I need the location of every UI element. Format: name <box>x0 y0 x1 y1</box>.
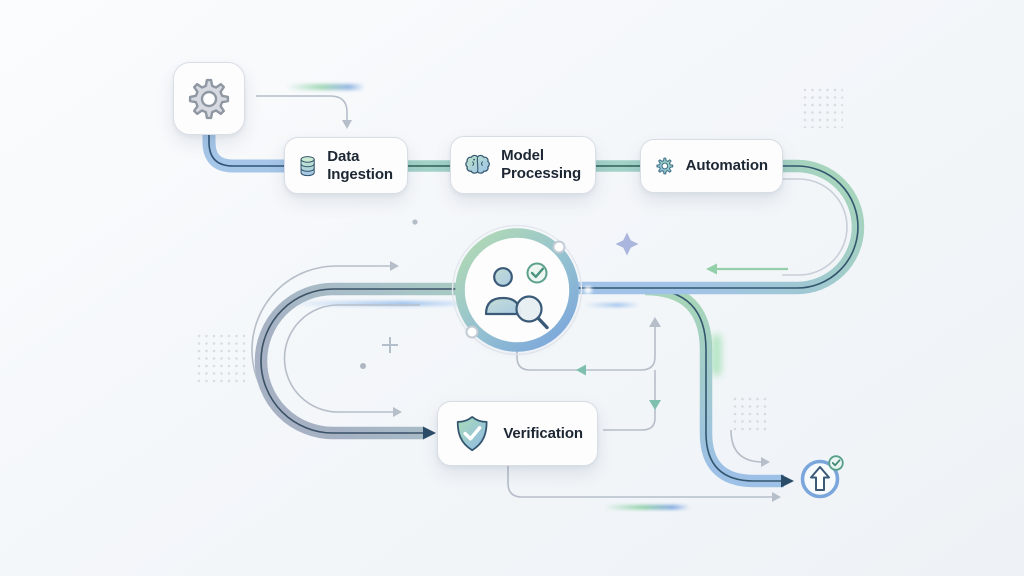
dot-grid-decoration <box>197 334 245 385</box>
node-settings <box>173 62 245 135</box>
connector-to-verification <box>603 370 656 431</box>
arrow-down-icon <box>342 120 352 129</box>
review-outer-halo <box>451 224 583 356</box>
user-review-icon <box>484 262 549 330</box>
arrow-into-verification-icon <box>423 426 436 440</box>
pipe-to-upload <box>644 282 784 488</box>
connector-inner-loop-left <box>283 304 420 413</box>
node-verification: Verification <box>437 401 598 466</box>
node-model-processing: Model Processing <box>450 136 596 194</box>
node-automation: Automation <box>640 139 783 193</box>
pipe-automation-review-line <box>578 165 859 289</box>
green-glow-decoration <box>712 334 721 376</box>
node-label: Data Ingestion <box>327 147 393 183</box>
arrow-right-icon <box>390 261 399 271</box>
database-icon <box>300 155 315 176</box>
connector-inner-loop-right <box>779 178 848 276</box>
node-label: Verification <box>503 424 583 442</box>
connector-verification-to-upload <box>507 466 774 498</box>
green-blue-line-decoration <box>604 505 690 510</box>
brain-icon <box>465 154 490 174</box>
upload-check-icon <box>800 455 844 499</box>
connector-settings-to-ingestion <box>256 95 348 122</box>
ring-node-dot <box>465 325 479 339</box>
node-label: Automation <box>685 157 768 175</box>
review-node <box>451 224 583 356</box>
dot-grid-decoration <box>733 397 771 434</box>
review-circle-face <box>464 237 570 343</box>
arrow-down-teal-icon <box>649 400 661 410</box>
plus-decoration <box>382 337 398 353</box>
gear-icon <box>188 78 230 119</box>
arrow-right-icon <box>761 457 770 467</box>
dot-decoration <box>412 219 418 225</box>
glint-decoration <box>584 286 592 294</box>
arrow-right-icon <box>393 407 402 417</box>
review-gradient-ring <box>455 228 579 352</box>
connector-inner-to-upload <box>730 429 764 463</box>
arrow-right-icon <box>772 492 781 502</box>
node-label: Model Processing <box>501 147 582 182</box>
sparkle-icon <box>615 232 639 256</box>
arrow-left-green-icon <box>706 263 717 275</box>
thin-arrowheads <box>342 120 781 502</box>
small-decorations <box>360 219 639 369</box>
arrow-into-upload-icon <box>781 474 794 488</box>
glow-decorations <box>287 84 721 510</box>
dot-decoration <box>360 363 366 369</box>
pipes <box>202 124 865 488</box>
pipe-review-verification-line <box>260 288 578 434</box>
pipe-settings-ingestion-line <box>208 124 287 167</box>
arrow-left-teal-icon <box>576 364 586 376</box>
dot-grid-decoration <box>803 88 843 128</box>
green-swoosh-decoration <box>287 84 365 90</box>
gear-icon <box>656 157 674 175</box>
arrow-up-icon <box>649 317 661 327</box>
pipe-to-upload-line <box>644 288 784 482</box>
ring-node-dot <box>552 240 566 254</box>
node-data-ingestion: Data Ingestion <box>284 137 408 194</box>
blue-smear-decoration <box>584 303 640 307</box>
shield-check-icon <box>456 415 488 451</box>
